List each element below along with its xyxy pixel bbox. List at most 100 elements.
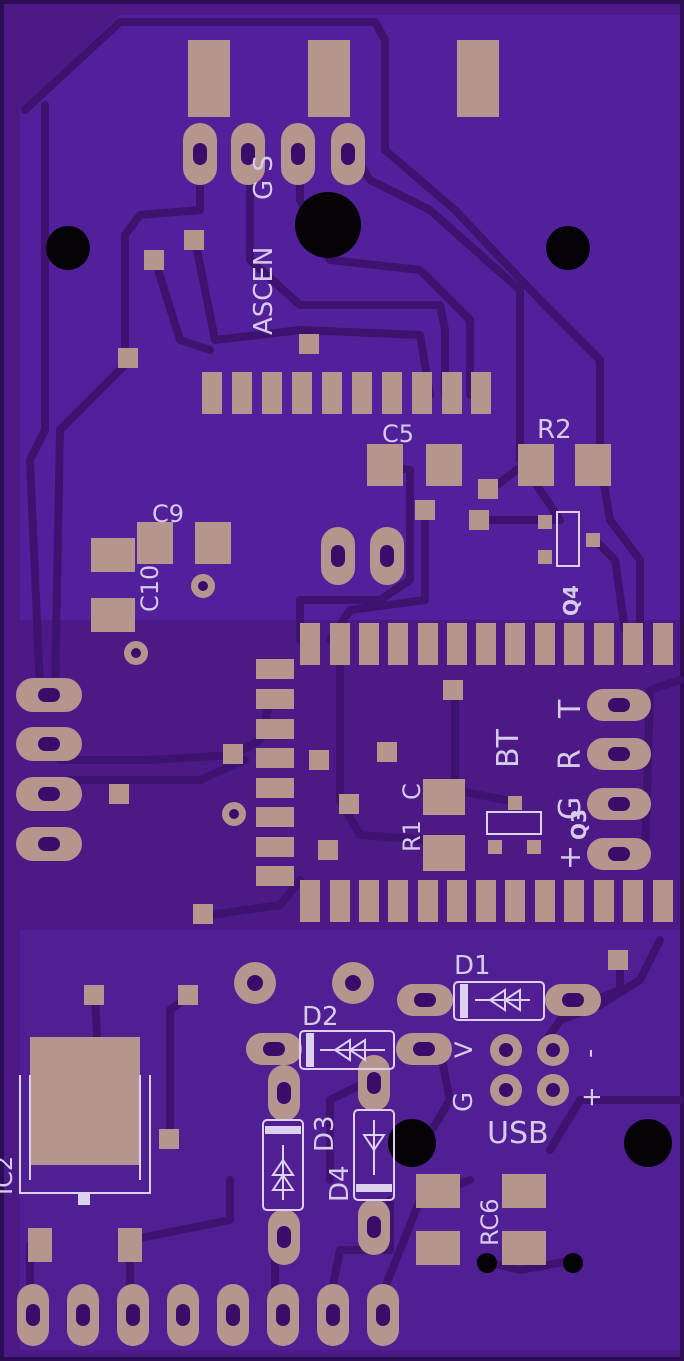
pad [330, 880, 350, 922]
pad [28, 1228, 52, 1262]
pad [502, 1231, 546, 1265]
pad [137, 522, 173, 564]
pad [418, 623, 438, 665]
label-c10: C10 [136, 565, 164, 612]
label-c5: C5 [382, 420, 414, 448]
pad [359, 880, 379, 922]
label-c9: C9 [152, 500, 184, 528]
label-t: T [553, 699, 588, 719]
drill [413, 1042, 435, 1056]
q4-outline [556, 511, 580, 567]
drill [241, 143, 255, 165]
pad [594, 880, 614, 922]
drill [38, 688, 60, 702]
label-usb-plus: + [577, 1086, 607, 1108]
trace-layer [21, 18, 684, 1304]
pad [256, 807, 294, 827]
d1-outline [453, 981, 545, 1021]
label-d2-v: V [450, 1041, 478, 1058]
pad [256, 837, 294, 857]
drill [76, 1304, 90, 1326]
drill [277, 1226, 291, 1248]
pad [367, 444, 403, 486]
pad [447, 623, 467, 665]
pad [188, 40, 230, 117]
d1-cathode-band [460, 984, 468, 1018]
pad [623, 623, 643, 665]
label-d2: D2 [302, 1002, 339, 1032]
drill [326, 1304, 340, 1326]
label-r1: R1 [398, 820, 426, 852]
drill [608, 797, 630, 811]
pad [352, 372, 372, 414]
mount-hole [295, 192, 361, 258]
drill [38, 737, 60, 751]
label-q4: Q4 [559, 585, 583, 616]
pad [586, 533, 600, 547]
drill [331, 545, 345, 567]
mount-hole [46, 226, 90, 270]
pad [256, 866, 294, 886]
pad [564, 880, 584, 922]
drill [345, 975, 361, 991]
via [159, 1129, 179, 1149]
drill [38, 837, 60, 851]
mounting-holes [46, 192, 672, 1273]
via [144, 250, 164, 270]
mount-hole [477, 1253, 497, 1273]
pad [388, 880, 408, 922]
pad [412, 372, 432, 414]
drill [414, 993, 436, 1007]
pad [300, 623, 320, 665]
pad [423, 779, 465, 815]
label-q3: Q3 [567, 809, 591, 840]
pad [535, 623, 555, 665]
ic2-tab [78, 1193, 90, 1205]
label-rc6: RC6 [476, 1198, 504, 1246]
drill [499, 1043, 513, 1057]
drill [131, 648, 141, 658]
via [223, 744, 243, 764]
mount-hole [546, 226, 590, 270]
drill [341, 143, 355, 165]
via [299, 334, 319, 354]
pad [502, 1174, 546, 1208]
pad [423, 835, 465, 871]
pad [653, 880, 673, 922]
label-usb-minus: - [575, 1049, 605, 1058]
label-usb: USB [487, 1116, 549, 1151]
drill [263, 1042, 285, 1056]
drill [126, 1304, 140, 1326]
pad [195, 522, 231, 564]
via [339, 794, 359, 814]
pad [535, 880, 555, 922]
pad [476, 623, 496, 665]
via [443, 680, 463, 700]
pad [564, 623, 584, 665]
label-d3: D3 [310, 1115, 340, 1152]
pad [447, 880, 467, 922]
via [478, 479, 498, 499]
pad [256, 778, 294, 798]
q3-outline [486, 811, 542, 835]
drill [38, 787, 60, 801]
silk-labels: ASCEN G S C5 R2 C9 C10 Q4 BT T R G + Q3 … [0, 155, 607, 1246]
drill [380, 545, 394, 567]
label-g-bt: G [553, 797, 588, 820]
drill [193, 143, 207, 165]
pad [292, 372, 312, 414]
pad [232, 372, 252, 414]
via [193, 904, 213, 924]
mount-hole [624, 1119, 672, 1167]
label-d1: D1 [454, 951, 491, 981]
via [178, 985, 198, 1005]
drill [276, 1304, 290, 1326]
label-bt: BT [491, 728, 526, 768]
pad [518, 444, 554, 486]
drill [229, 809, 239, 819]
drill [546, 1043, 560, 1057]
pad [505, 623, 525, 665]
mount-hole [388, 1119, 436, 1167]
label-ascen-gs: G S [249, 155, 279, 200]
label-r: R [553, 749, 588, 770]
